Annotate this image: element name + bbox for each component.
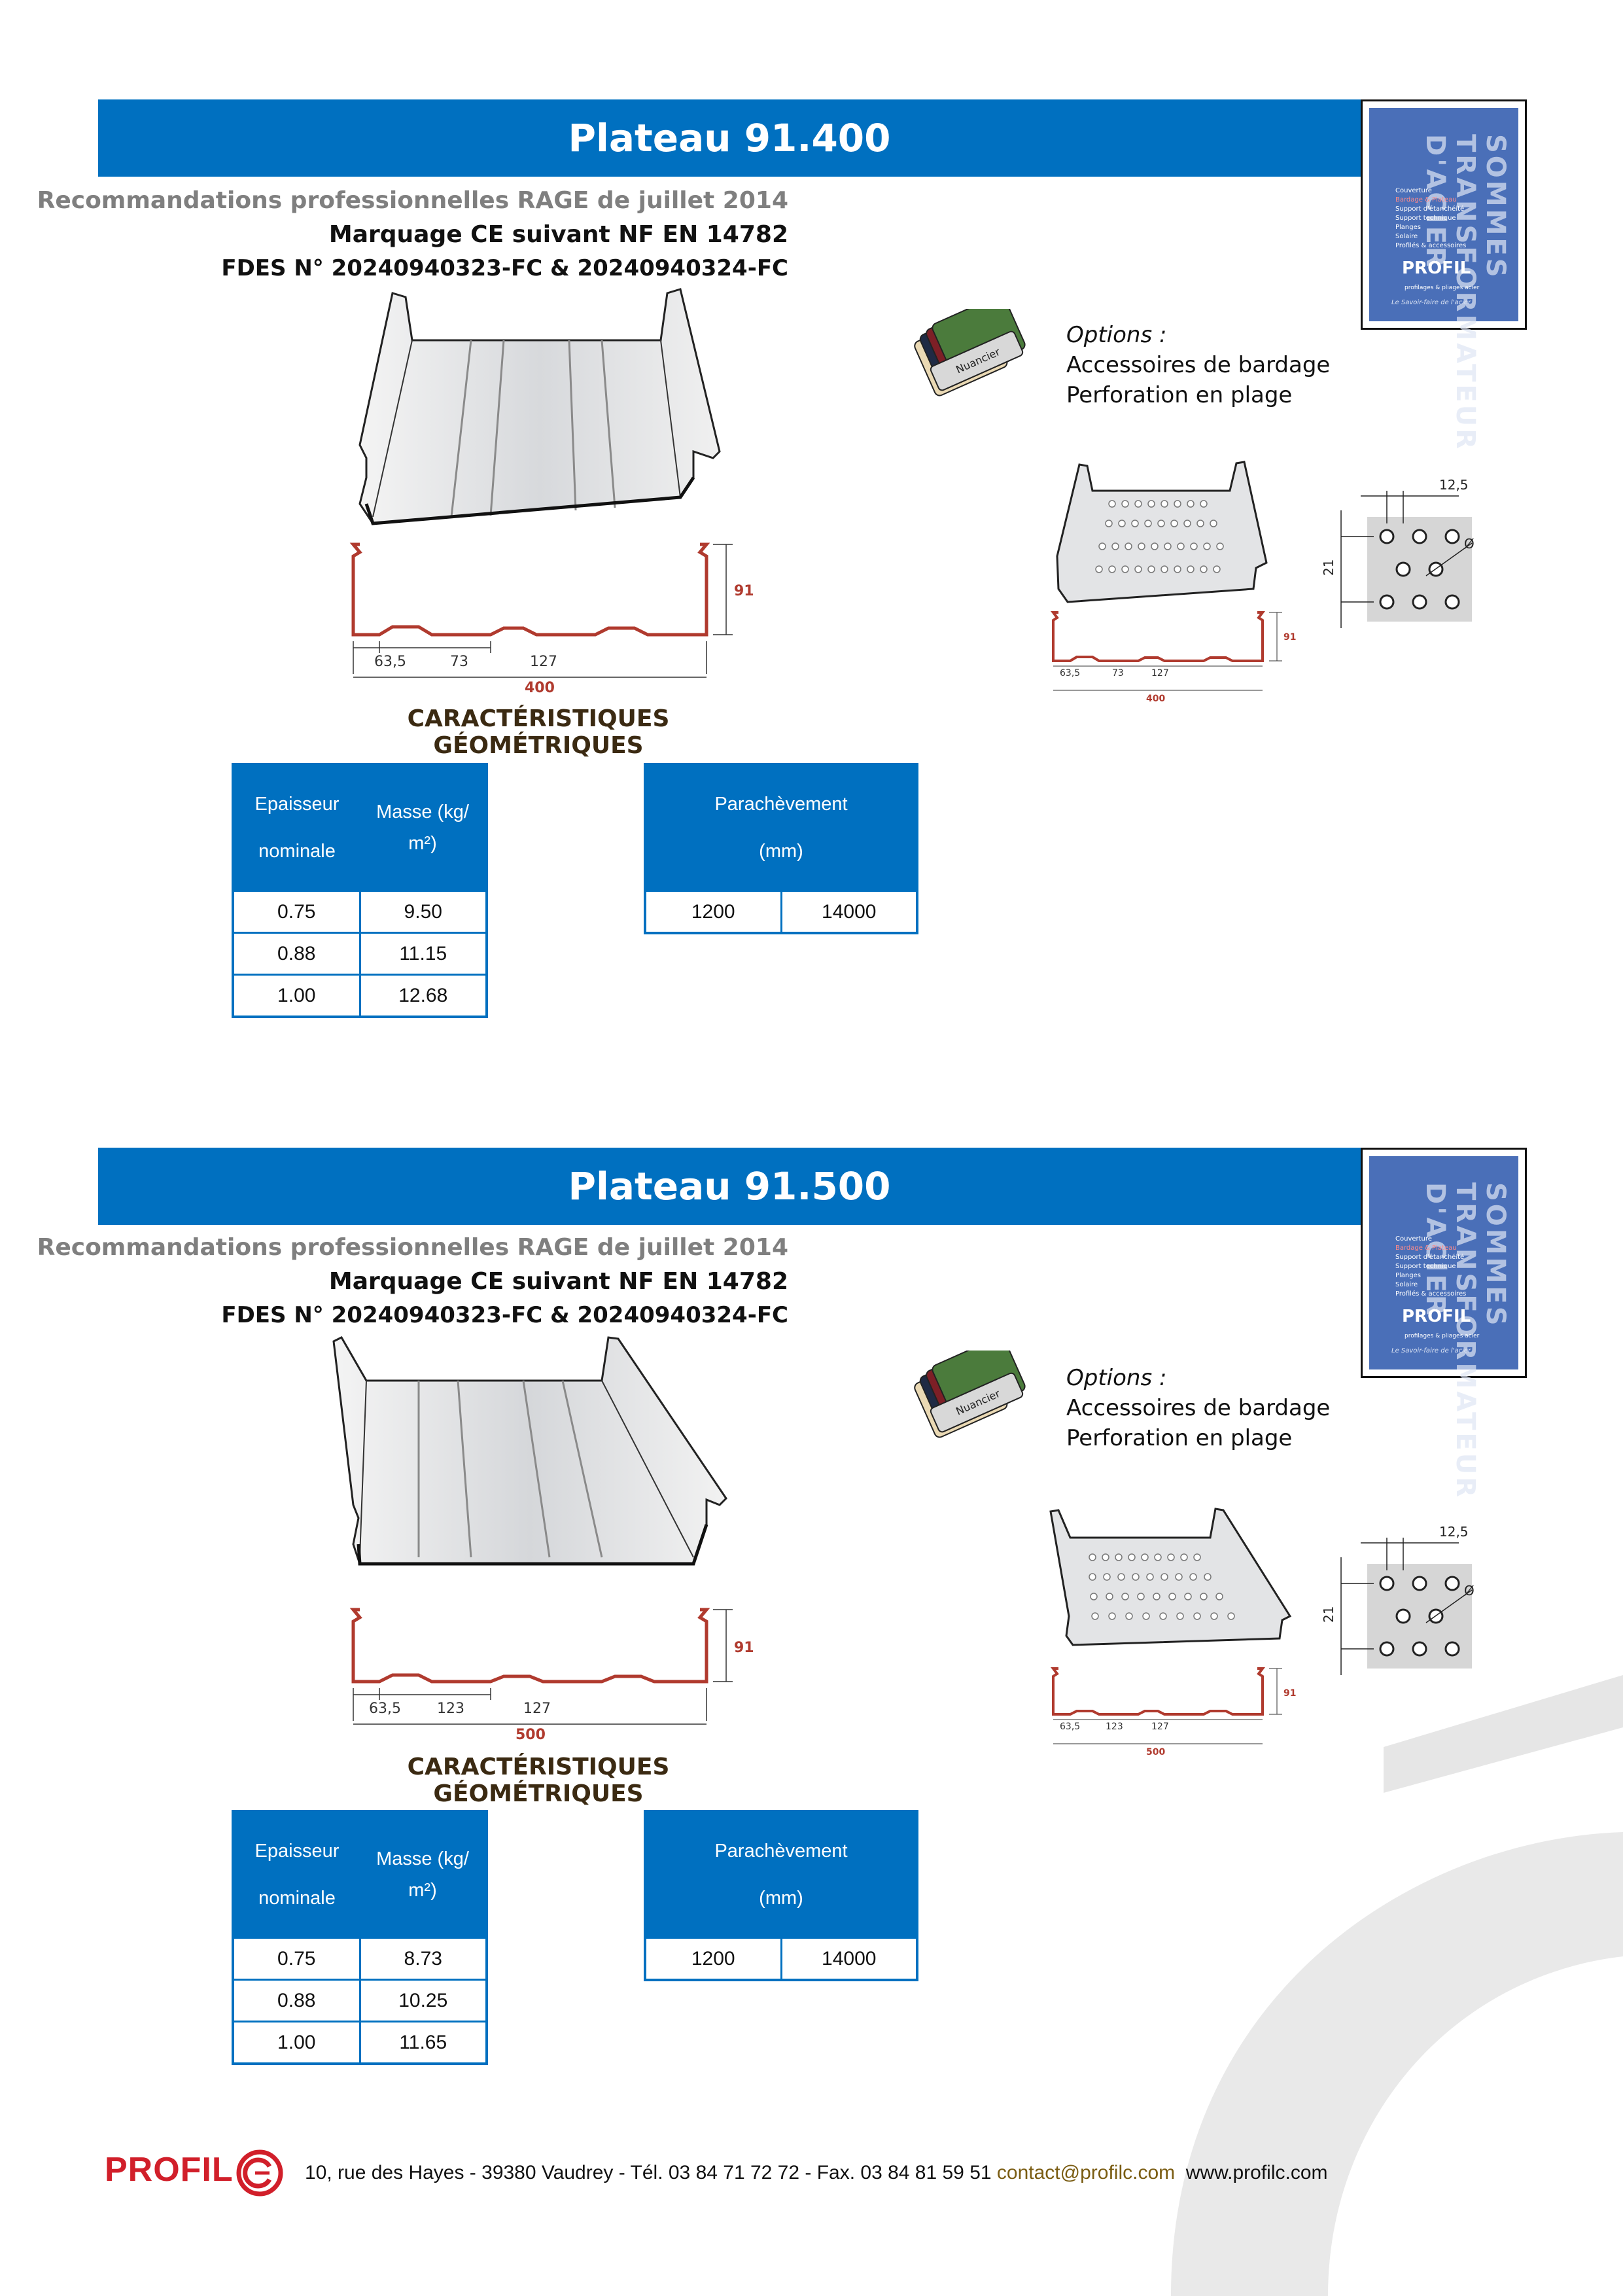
svg-text:500: 500 [1146,1747,1165,1757]
section-1-title: Plateau 91.400 [568,116,891,160]
fdes-number: FDES N° 20240940323-FC & 20240940324-FC [221,1302,788,1328]
finishing-table: Parachèvement (mm) 1200 14000 [644,763,918,934]
section-2-title: Plateau 91.500 [568,1164,891,1209]
profile-section-drawing: 63,5 73 127 400 91 [349,542,754,694]
dim-width: 400 [525,680,555,694]
svg-text:91: 91 [1283,632,1296,643]
section-1-banner: Plateau 91.400 [98,99,1361,177]
perforated-profile-illustration [1049,1508,1292,1646]
perf-pitch: 21 [1321,559,1336,576]
footer-address: 10, rue des Hayes - 39380 Vaudrey - Tél.… [305,2162,1328,2184]
options-line-1: Accessoires de bardage [1066,1395,1331,1421]
options-line-2: Perforation en plage [1066,1425,1293,1451]
table-header-mass: Masse (kg/ m²) [360,1811,487,1938]
color-swatch-icon: Nuancier [914,309,1026,397]
dim-a: 63,5 [369,1701,401,1717]
footer-email-link[interactable]: contact@profilc.com [996,2162,1176,2183]
perforation-pattern-diagram: 12,5 Ø 5 21 [1321,1524,1478,1675]
small-profile-section-drawing: 63,5 73 127 400 91 [1051,611,1296,704]
rage-recommendation: Recommandations professionnelles RAGE de… [37,1234,788,1261]
dim-b: 123 [437,1701,464,1717]
svg-text:63,5: 63,5 [1060,668,1080,679]
color-swatch-icon: Nuancier [914,1351,1026,1438]
brochure-cover-1: SOMMES TRANSFORMATEUR D'ACIER Couverture… [1361,99,1527,451]
table-header-thickness: Epaisseur nominale [233,1811,360,1938]
svg-text:400: 400 [1146,694,1165,704]
svg-text:123: 123 [1106,1722,1123,1732]
table-header-thickness: Epaisseur nominale [233,764,360,891]
dim-c: 127 [530,654,557,670]
footer-logo: PROFIL [105,2151,234,2189]
section-2-banner: Plateau 91.500 [98,1148,1361,1225]
svg-text:91: 91 [1283,1688,1296,1699]
dim-width: 500 [515,1727,546,1740]
dim-b: 73 [450,654,468,670]
dim-c: 127 [523,1701,551,1717]
ce-marking: Marquage CE suivant NF EN 14782 [328,1268,788,1295]
perf-diameter: Ø 5 [1464,536,1478,552]
dim-a: 63,5 [374,654,406,670]
dim-height: 91 [734,1640,754,1656]
perforation-pattern-diagram: 12,5 Ø 5 21 [1321,477,1478,628]
geometric-characteristics-title: CARACTÉRISTIQUES GÉOMÉTRIQUES [407,705,670,759]
footer-website-link[interactable]: www.profilc.com [1175,2162,1328,2183]
table-row: 1200 14000 [644,890,918,934]
svg-text:127: 127 [1151,668,1169,679]
profile-3d-illustration [332,1336,727,1566]
svg-text:73: 73 [1112,668,1124,679]
perf-spacing: 12,5 [1439,477,1469,493]
profilc-c-icon [236,2149,283,2197]
fdes-number: FDES N° 20240940323-FC & 20240940324-FC [221,255,788,281]
svg-text:63,5: 63,5 [1060,1722,1080,1732]
options-title: Options : [1066,322,1167,348]
dim-height: 91 [734,583,754,599]
options-line-1: Accessoires de bardage [1066,352,1331,378]
svg-text:127: 127 [1151,1722,1169,1732]
table-header-mass: Masse (kg/ m²) [360,764,487,891]
small-profile-section-drawing: 63,5 123 127 500 91 [1051,1667,1296,1757]
options-title: Options : [1066,1365,1167,1391]
geometric-characteristics-title: CARACTÉRISTIQUES GÉOMÉTRIQUES [407,1754,670,1807]
rage-recommendation: Recommandations professionnelles RAGE de… [37,187,788,214]
table-header-finishing: Parachèvement (mm) [645,1811,917,1938]
ce-marking: Marquage CE suivant NF EN 14782 [328,221,788,248]
perforated-profile-illustration [1056,461,1268,603]
brochure-cover-2: SOMMES TRANSFORMATEUR D'ACIER Couverture… [1361,1148,1527,1500]
profile-3d-illustration [358,288,721,525]
perf-spacing: 12,5 [1439,1524,1469,1540]
table-row: 1200 14000 [644,1937,918,1981]
table-header-finishing: Parachèvement (mm) [645,764,917,891]
options-line-2: Perforation en plage [1066,382,1293,408]
profile-section-drawing: 63,5 123 127 500 91 [349,1608,754,1740]
footer-address-text: 10, rue des Hayes - 39380 Vaudrey - Tél.… [305,2162,997,2183]
finishing-table: Parachèvement (mm) 1200 14000 [644,1810,918,1981]
perf-pitch: 21 [1321,1606,1336,1623]
perf-diameter: Ø 5 [1464,1583,1478,1598]
